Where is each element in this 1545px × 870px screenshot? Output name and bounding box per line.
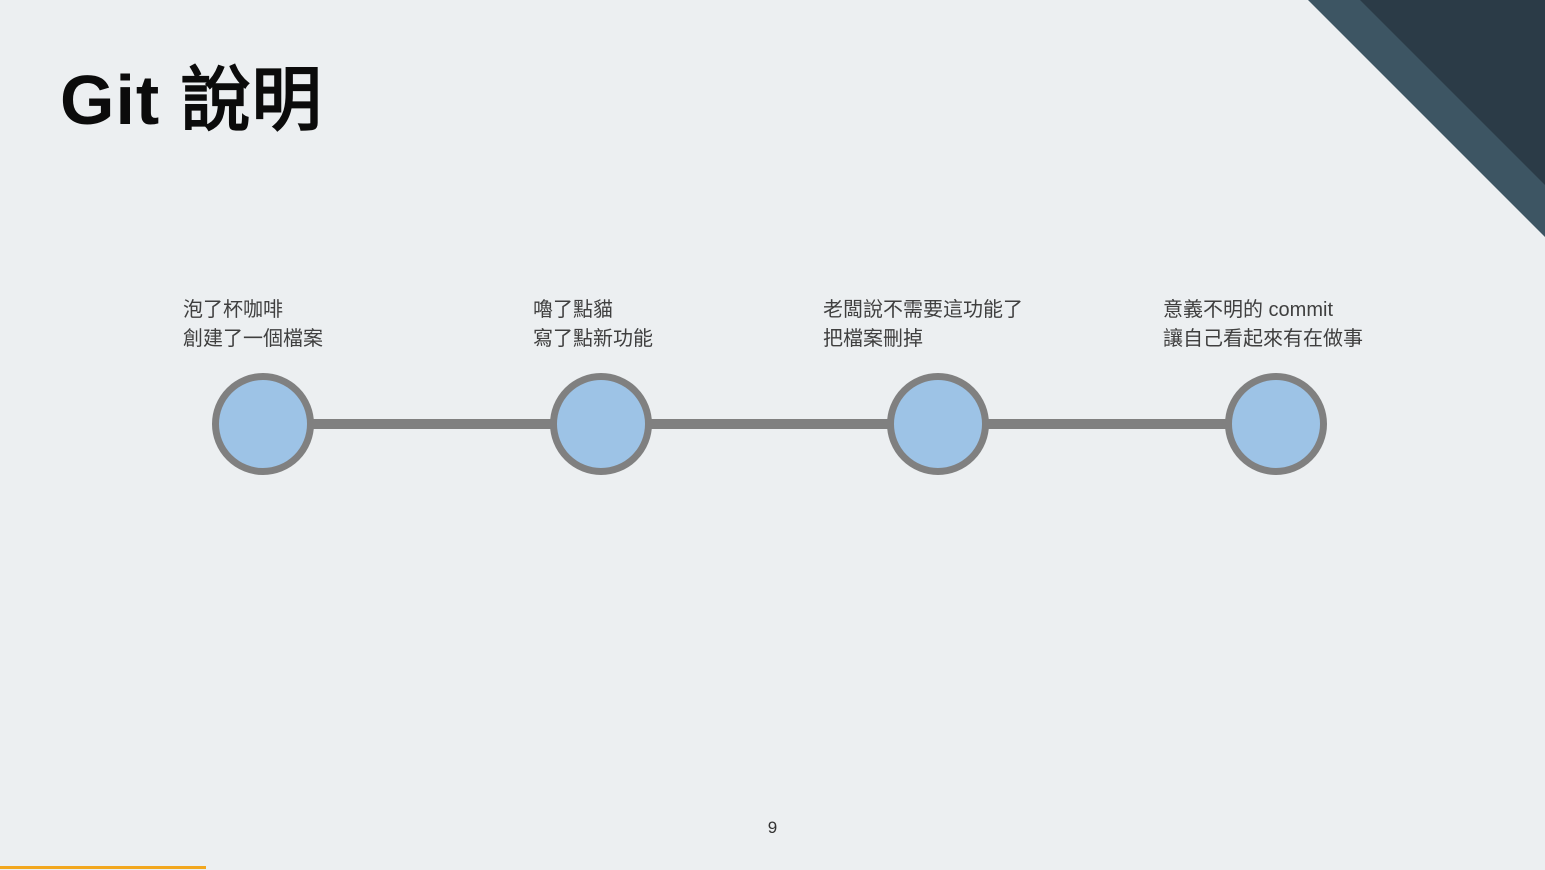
- timeline-node-3: [887, 373, 989, 475]
- timeline-label-1-line1: 泡了杯咖啡: [183, 299, 283, 321]
- timeline-label-2: 嚕了點貓 寫了點新功能: [533, 296, 653, 354]
- page-number: 9: [767, 818, 778, 837]
- timeline-label-3-line2: 把檔案刪掉: [823, 328, 923, 350]
- timeline-label-1: 泡了杯咖啡 創建了一個檔案: [183, 296, 323, 354]
- timeline-label-1-line2: 創建了一個檔案: [183, 328, 323, 350]
- timeline-label-3-line1: 老闆說不需要這功能了: [823, 299, 1023, 321]
- timeline-node-4: [1225, 373, 1327, 475]
- accent-bar: [0, 866, 206, 869]
- timeline-label-3: 老闆說不需要這功能了 把檔案刪掉: [823, 296, 1023, 354]
- timeline-label-2-line2: 寫了點新功能: [533, 328, 653, 350]
- timeline-connector: [263, 419, 1276, 429]
- timeline-node-1: [212, 373, 314, 475]
- timeline-label-2-line1: 嚕了點貓: [533, 299, 613, 321]
- page-title: Git 說明: [60, 61, 323, 139]
- timeline-label-4-line1: 意義不明的 commit: [1163, 299, 1333, 321]
- timeline-label-4: 意義不明的 commit 讓自己看起來有在做事: [1163, 296, 1363, 354]
- corner-triangle-dark-icon: [1360, 0, 1545, 185]
- timeline-node-2: [550, 373, 652, 475]
- timeline-label-4-line2: 讓自己看起來有在做事: [1163, 328, 1363, 350]
